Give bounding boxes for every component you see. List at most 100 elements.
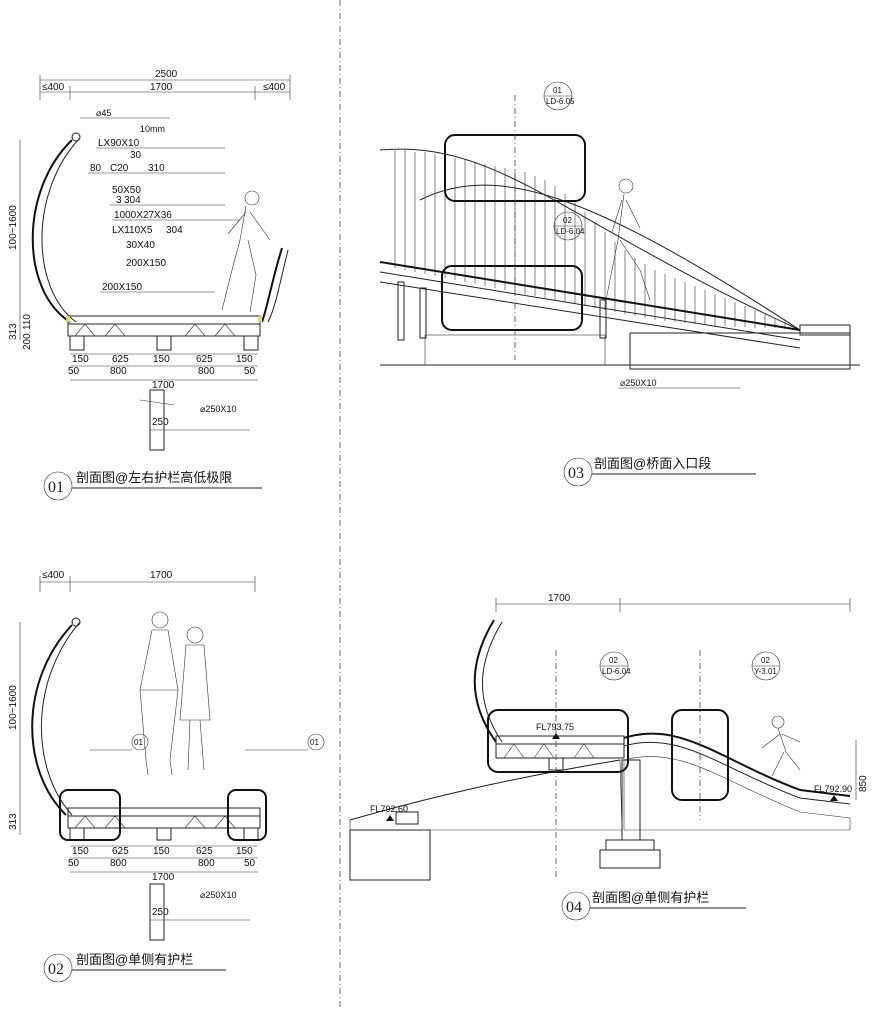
s2-railing-curve (31, 624, 73, 816)
label-l11: 304 (166, 225, 183, 236)
section-number-circle (43, 471, 73, 501)
s4-dim-h850: 850 (858, 775, 869, 792)
steel-column (149, 389, 165, 451)
s3-tag2-bottom: LD-6.04 (556, 227, 585, 236)
label-l4: C20 (110, 163, 129, 174)
section1-number: 01 (48, 479, 64, 496)
s2-dim-h313: 313 (8, 813, 19, 830)
label-l14: 200X150 (102, 282, 142, 293)
dim-b150a: 150 (72, 354, 89, 365)
s2-dim-b50a: 50 (68, 858, 80, 869)
label-l9: 1000X27X36 (114, 210, 172, 221)
label-l2: 30 (130, 150, 142, 161)
s2-detail-tag-2: 01 (310, 738, 319, 747)
s4-detail-callout-1 (487, 709, 629, 773)
s4-tag1-bottom: LD-6.04 (602, 667, 631, 676)
s4-tag1-top: 02 (609, 656, 618, 665)
s4-level-fl3: FL792.90 (814, 784, 852, 794)
section-01: 2500 ≤400 1700 ≤400 150 625 150 625 150 … (8, 69, 291, 501)
s3-label-column-pipe: ⌀250X10 (620, 378, 656, 388)
label-l1: LX90X10 (98, 138, 140, 149)
dim-total: 2500 (155, 69, 178, 80)
section-03: 01 LD-6.05 02 LD-6.04 ⌀250X10 03 剖面图@桥面入… (379, 81, 860, 487)
dim-h100-1600: 100~1600 (8, 205, 19, 250)
dim-b625b: 625 (196, 354, 213, 365)
label-column-pipe: ⌀250X10 (200, 404, 236, 414)
couple-figure (139, 611, 211, 776)
section3-title: 剖面图@桥面入口段 (594, 456, 711, 471)
dim-b150c: 150 (236, 354, 253, 365)
section4-number: 04 (566, 899, 582, 916)
s4-gravel-base (349, 829, 431, 881)
section2-title: 剖面图@单侧有护栏 (76, 952, 193, 967)
deck-surface (67, 315, 261, 325)
dim-h110: 110 (22, 314, 33, 330)
ground-gravel (629, 332, 851, 370)
label-l16: 10mm (140, 124, 165, 134)
dim-h313: 313 (8, 323, 19, 340)
s4-ramp (623, 732, 851, 797)
s2-dim-b800b: 800 (198, 858, 215, 869)
s2-steel-column (149, 883, 165, 941)
s2-detail-callout-left (59, 789, 121, 841)
handrail-pipe (71, 132, 81, 142)
dim-b50a: 50 (68, 366, 80, 377)
s2-deck-surface (67, 807, 261, 817)
s2-dim-bottom1700: 1700 (152, 872, 175, 883)
dim-h200: 200 (22, 333, 33, 350)
s2-dim-left-overhang: ≤400 (42, 570, 65, 581)
dim-right-overhang: ≤400 (263, 82, 286, 93)
s4-tag2-bottom: Y-3.01 (754, 667, 777, 676)
s2-detail-tag-1: 01 (134, 738, 143, 747)
section2-number: 02 (48, 961, 64, 978)
s4-level-fl1: FL793.75 (536, 722, 574, 732)
walking-person (605, 178, 651, 301)
s2-dim-b150c: 150 (236, 846, 253, 857)
section4-title: 剖面图@单侧有护栏 (592, 890, 709, 905)
s2-label-column-pipe: ⌀250X10 (200, 890, 236, 900)
s4-tag2-top: 02 (761, 656, 770, 665)
s3-tag2-top: 02 (563, 216, 572, 225)
dim-b800a: 800 (110, 366, 127, 377)
s2-dim-col250: 250 (152, 907, 169, 918)
s4-detail-callout-2 (671, 709, 729, 801)
section1-title: 剖面图@左右护栏高低极限 (76, 470, 232, 485)
label-l12: 30X40 (126, 240, 155, 251)
label-l3: 80 (90, 163, 102, 174)
label-l8: 304 (124, 195, 141, 206)
running-child (761, 715, 801, 777)
s2-dim-b625a: 625 (112, 846, 129, 857)
left-railing-curve (31, 139, 73, 323)
dim-b800b: 800 (198, 366, 215, 377)
right-railing-post (261, 247, 283, 323)
section-04: 1700 02 LD-6.04 02 Y-3.01 (349, 593, 869, 921)
label-l6: 50X50 (112, 185, 141, 196)
s3-tag1-top: 01 (553, 86, 562, 95)
label-l10: LX110X5 (112, 225, 153, 236)
dim-bottom1700: 1700 (152, 380, 175, 391)
dim-b625a: 625 (112, 354, 129, 365)
s2-dim-b50b: 50 (244, 858, 256, 869)
dim-col250: 250 (152, 417, 169, 428)
s2-dim-b150a: 150 (72, 846, 89, 857)
s3-tag1-bottom: LD-6.05 (546, 97, 575, 106)
railing-bars (394, 150, 786, 329)
label-dia: ⌀45 (96, 108, 111, 118)
s2-dim-h100-1600: 100~1600 (8, 685, 19, 730)
section1-leaders: ⌀45 10mm LX90X10 30 80 C20 310 50X50 3 3… (80, 108, 240, 293)
s3-detail-callout-2 (441, 265, 583, 331)
s2-dim-b150b: 150 (153, 846, 170, 857)
s2-dim-b800a: 800 (110, 858, 127, 869)
s2-dim-b625b: 625 (196, 846, 213, 857)
dim-left-overhang: ≤400 (42, 82, 65, 93)
s4-level-fl2: FL792.60 (370, 804, 408, 814)
label-l5: 310 (148, 163, 165, 174)
section3-number: 03 (568, 465, 584, 482)
dim-b50b: 50 (244, 366, 256, 377)
s4-dim-1700: 1700 (548, 593, 571, 604)
label-l7: 3 (116, 195, 122, 206)
section-02: ≤400 1700 01 01 150 625 150 625 (8, 570, 325, 983)
bridge-deck-slope (379, 261, 801, 331)
label-l13: 200X150 (126, 258, 166, 269)
